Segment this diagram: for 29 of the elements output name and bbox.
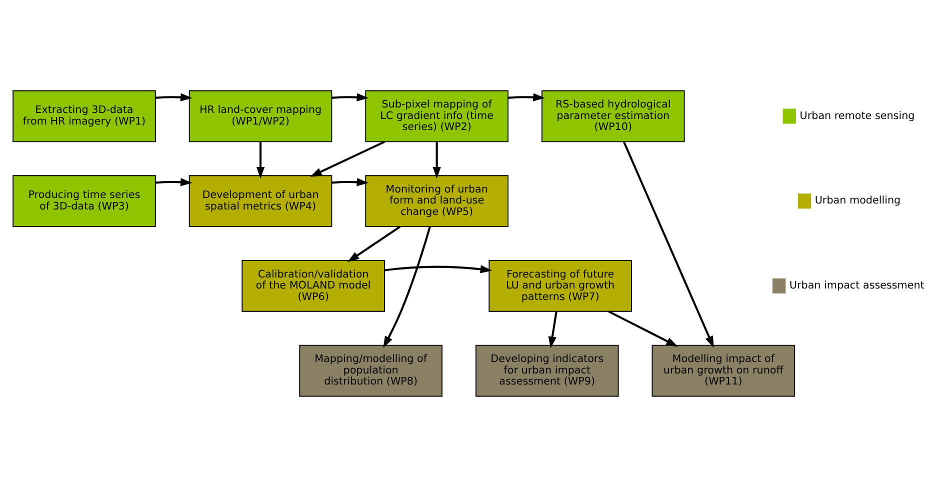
legend-label: Urban remote sensing xyxy=(800,109,915,122)
arrow xyxy=(622,140,714,348)
arrow xyxy=(348,225,401,262)
arrow xyxy=(155,178,192,186)
arrow xyxy=(384,264,492,273)
arrow xyxy=(332,92,369,101)
node-box: Modelling impact of urban growth on runoff (WP11) xyxy=(652,344,796,396)
node-box: Developing indicators for urban impact assessment (WP9) xyxy=(475,344,619,396)
node-box: Mapping/modelling of population distribution (WP8) xyxy=(299,344,442,396)
arrow xyxy=(608,310,678,346)
node-box: HR land-cover mapping (WP1/WP2) xyxy=(188,90,332,142)
node-box: Sub-pixel mapping of LC gradient info (time series) (WP2) xyxy=(365,90,508,142)
arrow xyxy=(508,92,545,101)
node-box: Forecasting of future LU and urban growth patterns (WP7) xyxy=(488,260,632,312)
node-box: Extracting 3D-data from HR imagery (WP1) xyxy=(12,90,156,142)
node-box: Calibration/validation of the MOLAND model (WP6) xyxy=(242,260,385,312)
arrow xyxy=(256,142,265,178)
node-box: RS-based hydrological parameter estimation (WP10) xyxy=(541,90,685,142)
arrow xyxy=(155,92,192,101)
arrow xyxy=(383,226,431,348)
arrow xyxy=(332,178,369,186)
arrow xyxy=(548,311,558,348)
arrow xyxy=(310,140,386,176)
legend-label: Urban modelling xyxy=(814,194,901,206)
node-box: Monitoring of urban form and land-use change (WP5) xyxy=(365,174,508,226)
node-box: Producing time series of 3D-data (WP3) xyxy=(12,174,156,226)
node-box: Development of urban spatial metrics (WP4) xyxy=(188,174,332,226)
arrow xyxy=(432,142,441,178)
legend-label: Urban impact assessment xyxy=(789,279,924,292)
